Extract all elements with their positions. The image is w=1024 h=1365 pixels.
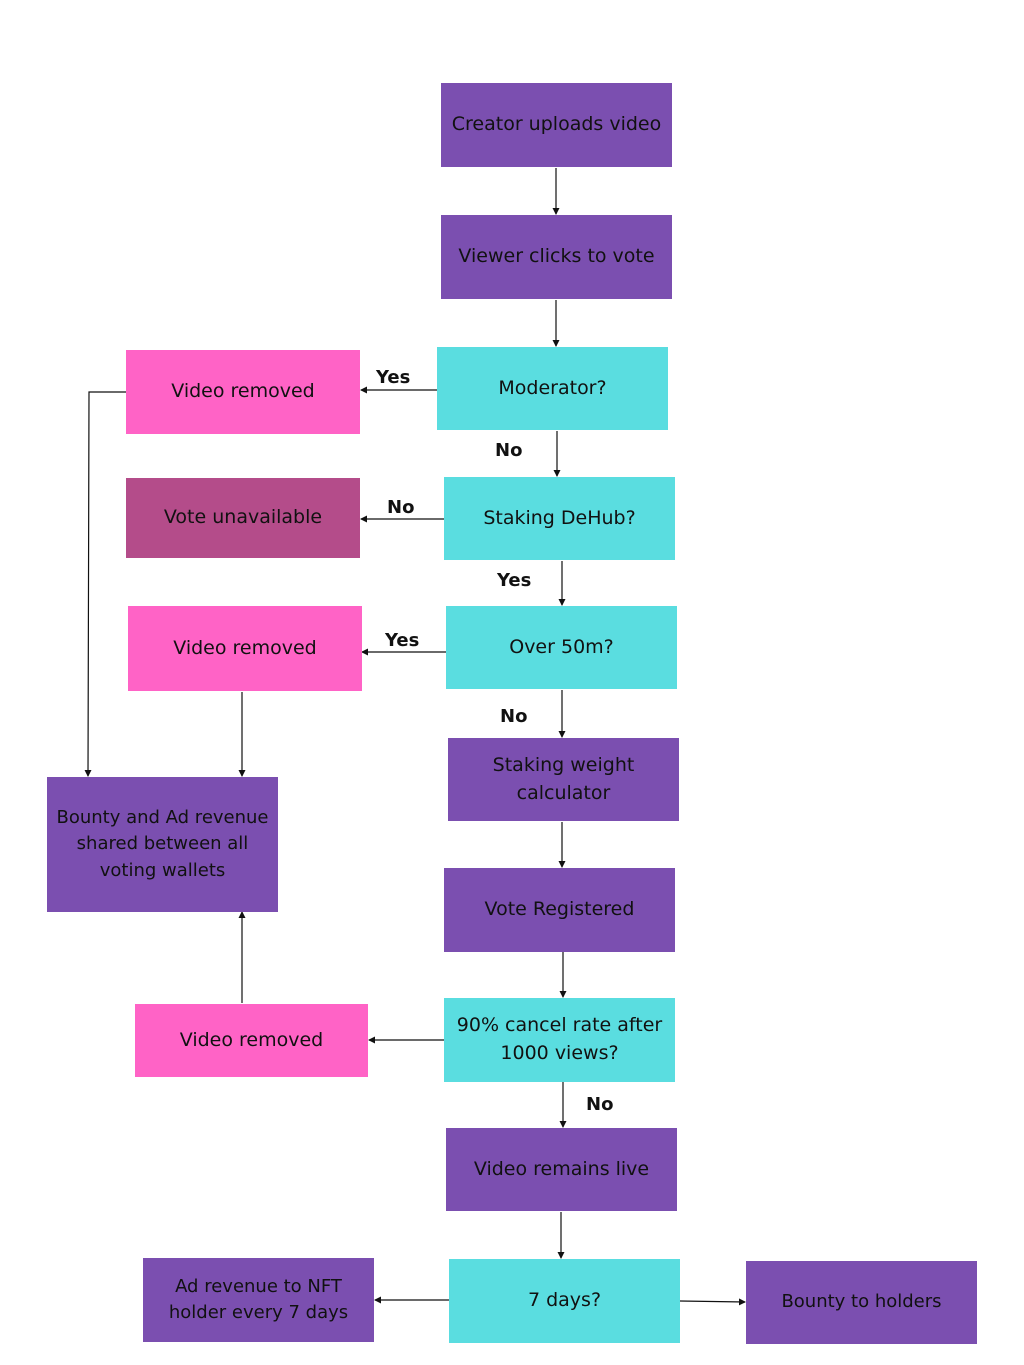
node-label: 7 days? (527, 1289, 602, 1312)
staking-weight-node: Staking weight calculator (448, 738, 679, 821)
staking-dehub-decision: Staking DeHub? (444, 477, 675, 560)
video-live-node: Video remains live (446, 1128, 677, 1211)
bounty-shared-node: Bounty and Ad revenue shared between all… (47, 777, 278, 912)
node-label: Vote Registered (484, 898, 635, 921)
node-label: Viewer clicks to vote (458, 245, 655, 268)
edge-label-moderator-no: No (495, 440, 523, 461)
node-label: Video removed (173, 636, 317, 659)
node-label: Ad revenue to NFT holder every 7 days (168, 1275, 349, 1323)
cancel-rate-decision: 90% cancel rate after 1000 views? (444, 998, 675, 1082)
node-label: Vote unavailable (163, 506, 323, 529)
seven-days-decision: 7 days? (449, 1259, 680, 1343)
vote-unavailable-node: Vote unavailable (126, 478, 360, 558)
node-label: Video remains live (473, 1157, 650, 1180)
node-label: Creator uploads video (451, 113, 662, 136)
node-label: Over 50m? (509, 635, 614, 658)
node-label: Staking weight calculator (492, 753, 635, 804)
node-label: Bounty to holders (781, 1291, 942, 1313)
over-50m-decision: Over 50m? (446, 606, 677, 689)
edge-label-moderator-yes: Yes (376, 367, 411, 388)
viewer-clicks-node: Viewer clicks to vote (441, 215, 672, 299)
edge-label-staking-no: No (387, 497, 415, 518)
creator-uploads-node: Creator uploads video (441, 83, 672, 167)
arrow-removed1-to-bounty (84, 391, 126, 777)
node-label: Video removed (179, 1028, 324, 1051)
edge-label-over50-no: No (500, 706, 528, 727)
ad-revenue-nft-node: Ad revenue to NFT holder every 7 days (143, 1258, 374, 1342)
node-label: 90% cancel rate after 1000 views? (456, 1014, 663, 1064)
bounty-holders-node: Bounty to holders (746, 1261, 977, 1344)
node-label: Video removed (171, 380, 315, 403)
video-removed-node-3: Video removed (135, 1004, 368, 1077)
node-label: Moderator? (498, 376, 607, 399)
video-removed-node-2: Video removed (128, 606, 362, 691)
edge-label-cancel-no: No (586, 1094, 614, 1115)
edge-label-over50-yes: Yes (385, 630, 420, 651)
node-label: Bounty and Ad revenue shared between all… (56, 807, 269, 881)
video-removed-node-1: Video removed (126, 350, 360, 434)
vote-registered-node: Vote Registered (444, 868, 675, 952)
moderator-decision: Moderator? (437, 347, 668, 430)
edge-label-staking-yes: Yes (497, 570, 532, 591)
node-label: Staking DeHub? (483, 506, 636, 529)
arrow-7days-to-holders (679, 1298, 746, 1306)
